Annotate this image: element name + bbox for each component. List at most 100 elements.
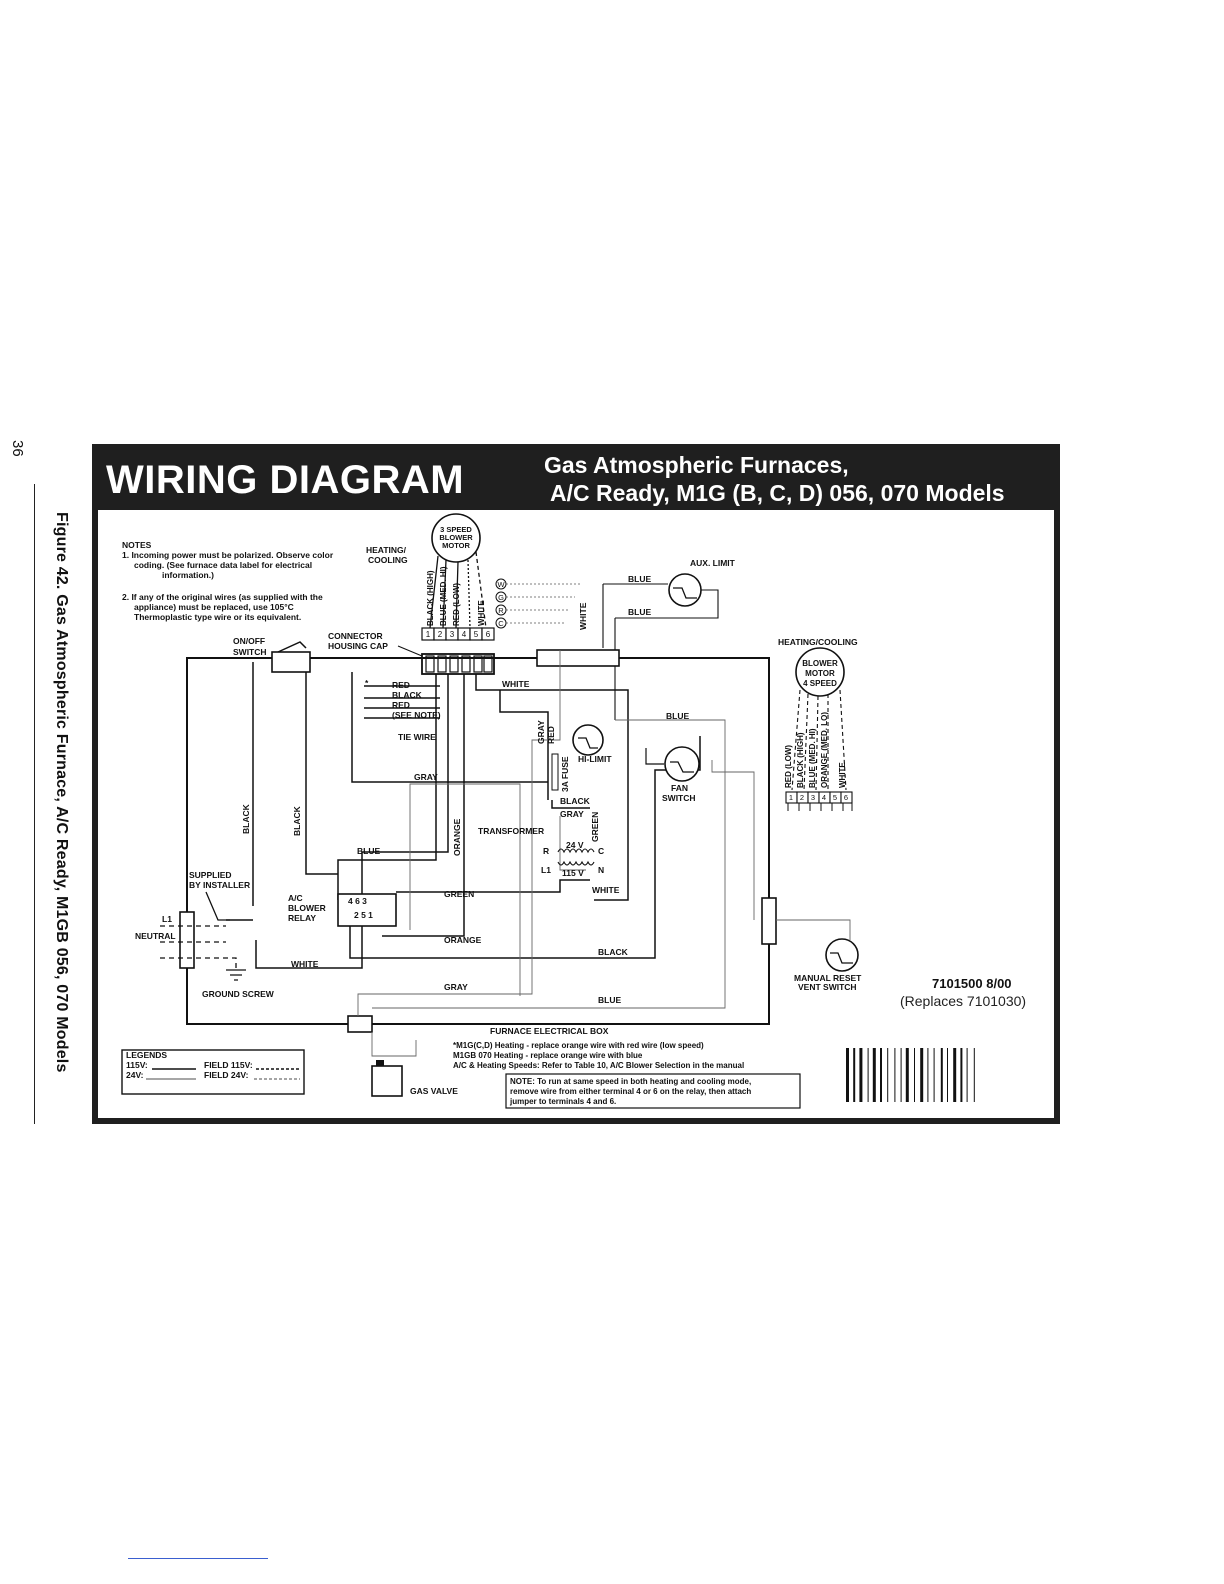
motor4-wire-black: BLACK (HIGH) (796, 732, 805, 788)
4-speed-blower-motor (795, 647, 845, 697)
plug-terminal-2: 2 (438, 630, 443, 639)
fuse-label: 3A FUSE (560, 756, 570, 792)
bottom-inline-connector (347, 1015, 373, 1033)
blower4-label-c: 4 SPEED (803, 679, 837, 688)
diagram-title: WIRING DIAGRAM (106, 458, 465, 502)
plug4-terminal-4: 4 (822, 793, 826, 802)
wire-label-black-vert-2: BLACK (292, 805, 302, 836)
by-installer-label: BY INSTALLER (189, 880, 250, 890)
aux-wire-blue-bottom: BLUE (628, 607, 651, 617)
aux-limit-label: AUX. LIMIT (690, 558, 736, 568)
aux-wire-blue-top: BLUE (628, 574, 651, 584)
wire-label-green: GREEN (444, 889, 474, 899)
motor4-wire-red: RED (LOW) (784, 745, 793, 788)
note-line-3: jumper to terminals 4 and 6. (509, 1097, 616, 1106)
legend-box (121, 1049, 305, 1095)
l1-supply-label: L1 (162, 914, 172, 924)
plug4-terminal-6: 6 (844, 793, 848, 802)
hi-limit-label: HI-LIMIT (578, 754, 612, 764)
footnote-3: A/C & Heating Speeds: Refer to Table 10,… (453, 1061, 744, 1070)
hi-limit-switch (572, 724, 604, 756)
plug-terminal-4: 4 (462, 630, 467, 639)
note-line-2: remove wire from either terminal 4 or 6 … (510, 1087, 751, 1096)
footnote-1: *M1G(C,D) Heating - replace orange wire … (453, 1041, 704, 1050)
ac-blower-relay (337, 893, 397, 927)
blower3-label-b: BLOWER (439, 533, 473, 542)
wire-label-red-vert: RED (546, 726, 556, 744)
transformer-l1: L1 (541, 865, 551, 875)
wire-label-black-2: BLACK (560, 796, 591, 806)
fan-switch (664, 746, 700, 782)
wire-label-gray-bottom: GRAY (444, 982, 468, 992)
thermostat-c-terminal: C (498, 619, 504, 628)
blower4-label-a: BLOWER (802, 659, 838, 668)
note-2b: appliance) must be replaced, use 105°C (134, 602, 294, 612)
on-off-label: ON/OFF (233, 636, 265, 646)
transformer (557, 848, 595, 866)
wire-label-red-2: RED (392, 700, 410, 710)
fan-switch-label: SWITCH (662, 793, 696, 803)
right-inline-connector (761, 897, 777, 945)
note-1b: coding. (See furnace data label for elec… (134, 560, 312, 570)
replaces-label: (Replaces 7101030) (900, 993, 1026, 1009)
motor-wire-blue: BLUE (MED. HI) (439, 566, 448, 626)
wire-label-red-1: RED (392, 680, 410, 690)
furnace-box-label: FURNACE ELECTRICAL BOX (490, 1026, 609, 1036)
transformer-r: R (543, 846, 549, 856)
heating-cooling-label: HEATING/ (366, 545, 407, 555)
diagram-subtitle-line2: A/C Ready, M1G (B, C, D) 056, 070 Models (550, 480, 1005, 506)
note-box (505, 1073, 801, 1109)
wire-label-blue-bottom: BLUE (598, 995, 621, 1005)
manual-reset-vent-switch (825, 938, 859, 972)
plug-terminal-6: 6 (486, 630, 491, 639)
blower3-label-c: MOTOR (442, 541, 470, 550)
wire-label-orange-vert: ORANGE (452, 818, 462, 856)
thermostat-g-terminal: G (498, 593, 504, 602)
motor-wire-black: BLACK (HIGH) (426, 570, 435, 626)
connector-label: CONNECTOR (328, 631, 383, 641)
furnace-electrical-box (186, 657, 770, 1025)
transformer-c: C (598, 846, 604, 856)
diagram-canvas (98, 510, 1054, 1118)
plug4-terminal-5: 5 (833, 793, 837, 802)
relay-label: RELAY (288, 913, 316, 923)
side-rule (34, 484, 35, 1124)
note-2c: Thermoplastic type wire or its equivalen… (134, 612, 301, 622)
manual-reset-label: MANUAL RESET (794, 973, 862, 983)
notes-heading: NOTES (122, 540, 152, 550)
on-off-switch (271, 651, 311, 673)
vent-switch-label: VENT SWITCH (798, 982, 857, 992)
motor-wire-white: WHITE (477, 600, 486, 626)
diagram-subtitle-line1: Gas Atmospheric Furnaces, (544, 452, 849, 478)
neutral-label: NEUTRAL (135, 931, 176, 941)
note-2a: 2. If any of the original wires (as supp… (122, 592, 323, 602)
footnote-2: M1GB 070 Heating - replace orange wire w… (453, 1051, 643, 1060)
cooling-label: COOLING (368, 555, 408, 565)
footer-link-rule (128, 1558, 268, 1559)
gas-valve (371, 1065, 403, 1097)
blower3-label-a: 3 SPEED (440, 525, 472, 534)
transformer-24v: 24 V (566, 840, 584, 850)
legend-24v: 24V: (126, 1070, 144, 1080)
plug-terminal-1: 1 (426, 630, 431, 639)
legend-field-115v: FIELD 115V: (204, 1060, 253, 1070)
motor4-wire-white: WHITE (838, 762, 847, 788)
blower4-label-b: MOTOR (805, 669, 835, 678)
wire-label-gray-2: GRAY (560, 809, 584, 819)
note-1a: 1. Incoming power must be polarized. Obs… (122, 550, 334, 560)
3a-fuse (551, 753, 559, 791)
transformer-115v: 115 V (562, 868, 584, 878)
plug-terminal-5: 5 (474, 630, 479, 639)
wire-label-white-top: WHITE (502, 679, 530, 689)
legend-115v: 115V: (126, 1060, 148, 1070)
wire-label-white-bottom: WHITE (291, 959, 319, 969)
on-off-switch-label: SWITCH (233, 647, 267, 657)
aux-limit-switch (668, 573, 702, 607)
wire-label-gray-1: GRAY (414, 772, 438, 782)
relay-blower-label: BLOWER (288, 903, 326, 913)
plug4-terminal-2: 2 (800, 793, 804, 802)
motor-wire-red: RED (LOW) (452, 583, 461, 626)
motor4-wire-orange: ORANGE (MED. LO) (820, 712, 829, 788)
top-inline-connector (536, 649, 620, 667)
wire-label-see-note: (SEE NOTE) (392, 710, 441, 720)
